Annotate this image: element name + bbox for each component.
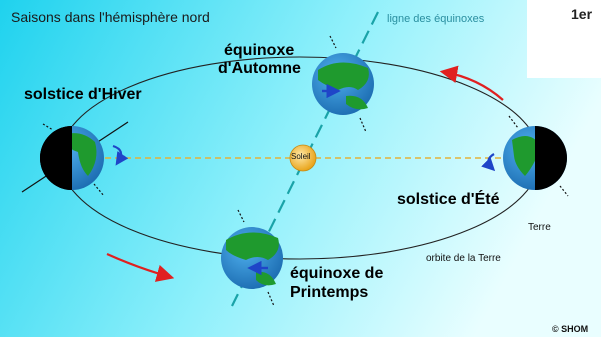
sun [289, 144, 317, 172]
orbit-direction-arrow-bottom [106, 252, 175, 282]
corner-white-area [527, 0, 601, 78]
orbit-label: orbite de la Terre [426, 253, 501, 264]
spring-equinox-label-line1: équinoxe de [290, 265, 384, 282]
diagram-title: Saisons dans l'hémisphère nord [11, 9, 210, 25]
spring-equinox-label-line2: Printemps [290, 284, 369, 301]
equinox-line-label: ligne des équinoxes [387, 13, 485, 25]
sun-label: Soleil [291, 152, 311, 161]
orbit-direction-arrow-top [439, 65, 504, 101]
earth-winter-solstice [21, 121, 129, 197]
summer-solstice-label: solstice d'Été [397, 191, 500, 208]
corner-mark: 1er [571, 6, 593, 22]
earth-autumn-equinox [312, 35, 374, 133]
winter-solstice-label: solstice d'Hiver [24, 86, 142, 103]
autumn-equinox-label-line2: d'Automne [218, 60, 301, 77]
earth-spring-equinox [221, 209, 283, 307]
earth-summer-solstice [481, 115, 569, 197]
copyright: © SHOM [552, 324, 589, 334]
autumn-equinox-label-line1: équinoxe [224, 42, 295, 59]
earth-label: Terre [528, 222, 551, 233]
